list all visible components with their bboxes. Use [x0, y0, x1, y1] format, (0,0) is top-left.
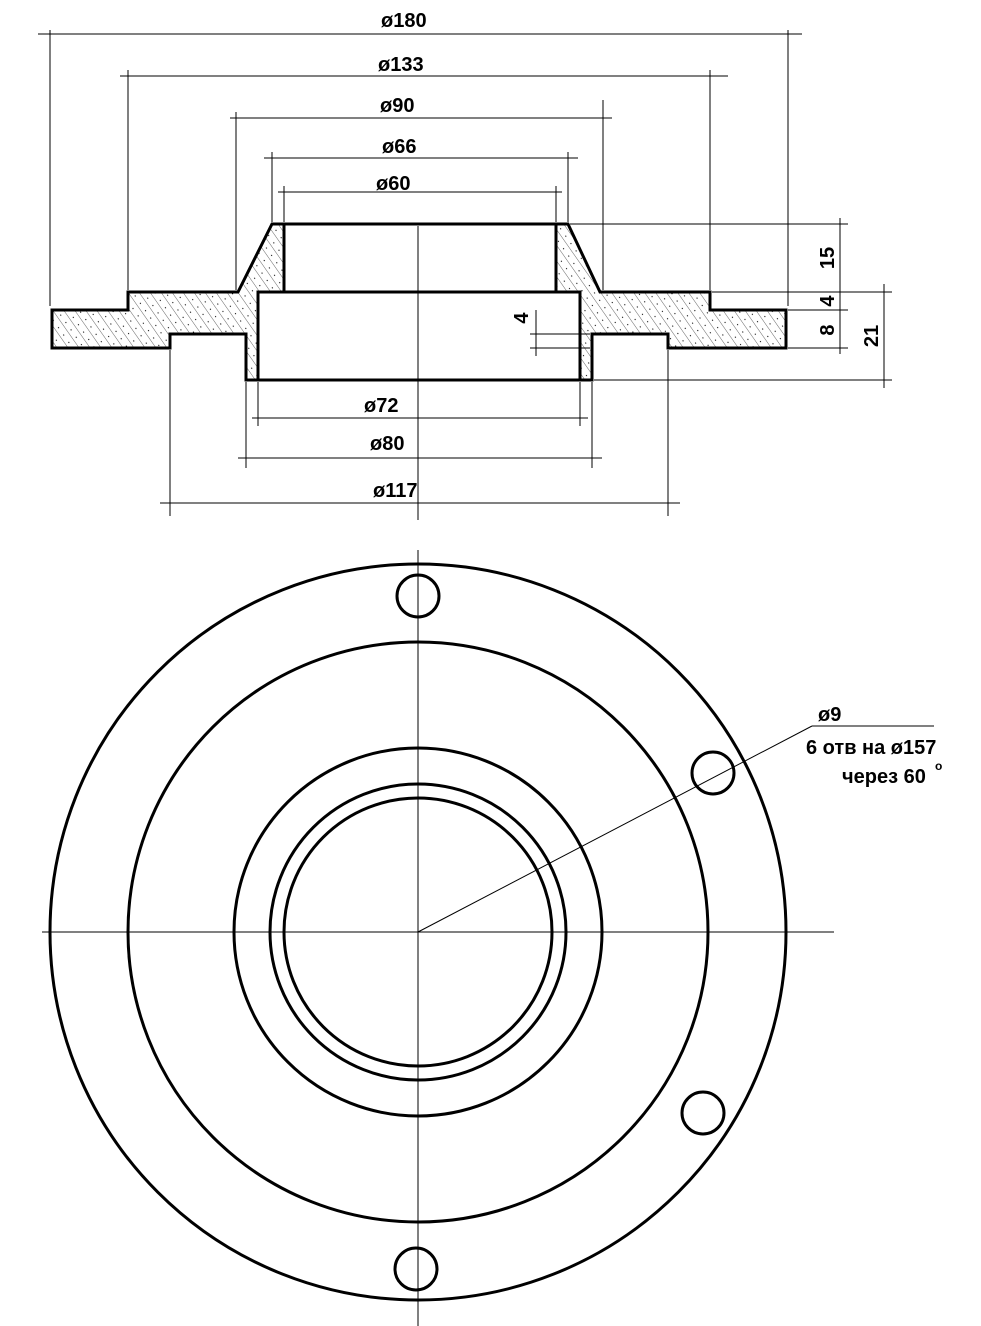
- hole-note-line1: 6 отв на ø157: [806, 737, 936, 759]
- section-hatch-right: [556, 224, 786, 380]
- section-hatch-left: [52, 224, 284, 380]
- dim-d180-label: ø180: [381, 10, 427, 32]
- dim-d90-label: ø90: [380, 95, 414, 117]
- dim-inner-4: 4: [511, 310, 590, 356]
- dim-d66: ø66: [264, 136, 578, 222]
- bolt-hole-lower-right: [680, 1090, 726, 1136]
- hole-note-line2: через 60: [842, 766, 926, 788]
- degree-mark: o: [935, 759, 942, 773]
- dim-h21-label: 21: [861, 325, 883, 347]
- hole-leader-line: [417, 725, 813, 933]
- dim-d60-label: ø60: [376, 173, 410, 195]
- dim-h15-label: 15: [817, 247, 839, 269]
- dim-h8-label: 8: [817, 324, 839, 335]
- height-dimensions: 15 4 8 21: [570, 218, 892, 388]
- dim-d133-label: ø133: [378, 54, 424, 76]
- plan-view: ø9 6 отв на ø157 через 60 o: [42, 550, 942, 1326]
- dim-d72: ø72: [252, 382, 588, 426]
- dim-d180: ø180: [38, 10, 802, 306]
- section-view: ø180 ø133 ø90 ø66 ø60: [38, 10, 892, 520]
- section-outline: [50, 222, 788, 382]
- dim-d133: ø133: [120, 54, 728, 290]
- dim-d66-label: ø66: [382, 136, 416, 158]
- dim-d72-label: ø72: [364, 395, 398, 417]
- dim-h4-label: 4: [817, 295, 839, 307]
- bolt-hole-upper-right: [690, 750, 736, 796]
- dim-d117-label: ø117: [373, 480, 417, 502]
- dim-d60: ø60: [278, 173, 562, 222]
- dim-d80: ø80: [238, 382, 602, 468]
- dim-d117: ø117: [160, 350, 680, 516]
- dim-d90: ø90: [230, 95, 612, 290]
- bolt-hole-bottom: [393, 1246, 439, 1292]
- dim-d80-label: ø80: [370, 433, 404, 455]
- hole-diameter-label: ø9: [818, 704, 841, 726]
- dim-inner-4-label: 4: [511, 312, 533, 324]
